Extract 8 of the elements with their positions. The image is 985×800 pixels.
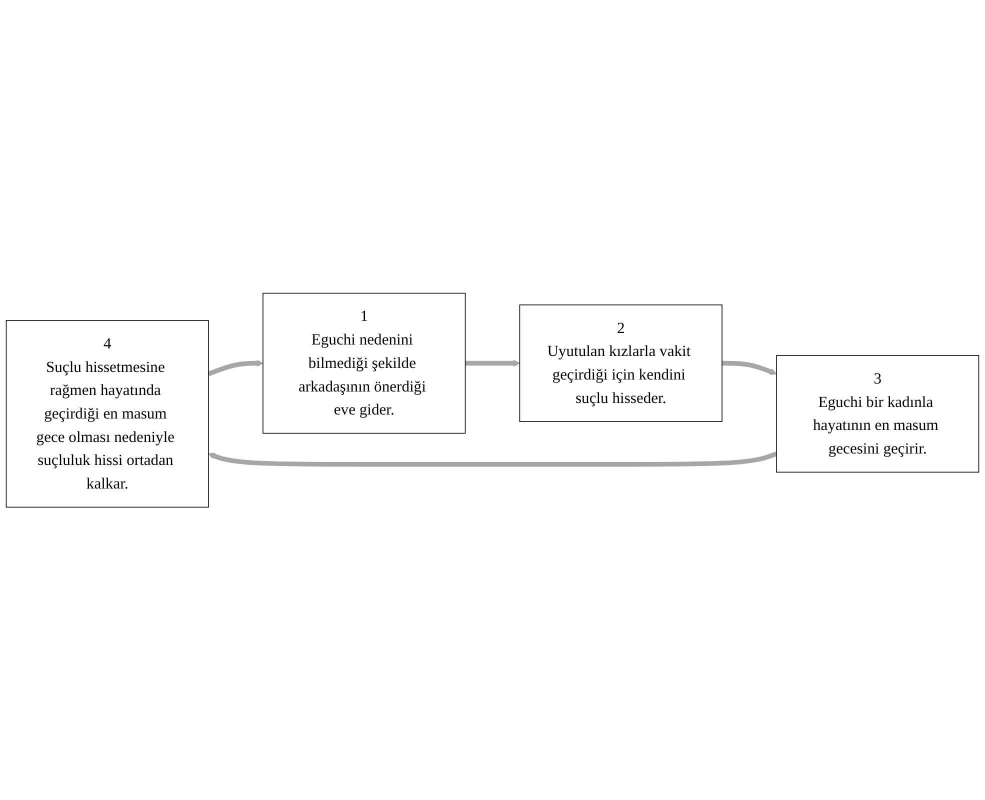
arrow (208, 451, 778, 467)
node-box: 1 Eguchi nedenini bilmediği şekilde arkadaşının önerdiği eve gider. (262, 292, 466, 434)
arrow (208, 360, 264, 376)
node-box: 3 Eguchi bir kadınla hayatının en masum gecesini geçirir. (776, 354, 980, 472)
arrow (465, 360, 520, 366)
arrow (722, 360, 777, 375)
node-box: 4 Suçlu hissetmesine rağmen hayatında geçirdiği en masum gece olması nedeniyle suçluluk hissi ortadan kalkar. (6, 320, 209, 508)
node-box: 2 Uyutulan kızlarla vakit geçirdiği için kendini suçlu hisseder. (519, 304, 722, 422)
